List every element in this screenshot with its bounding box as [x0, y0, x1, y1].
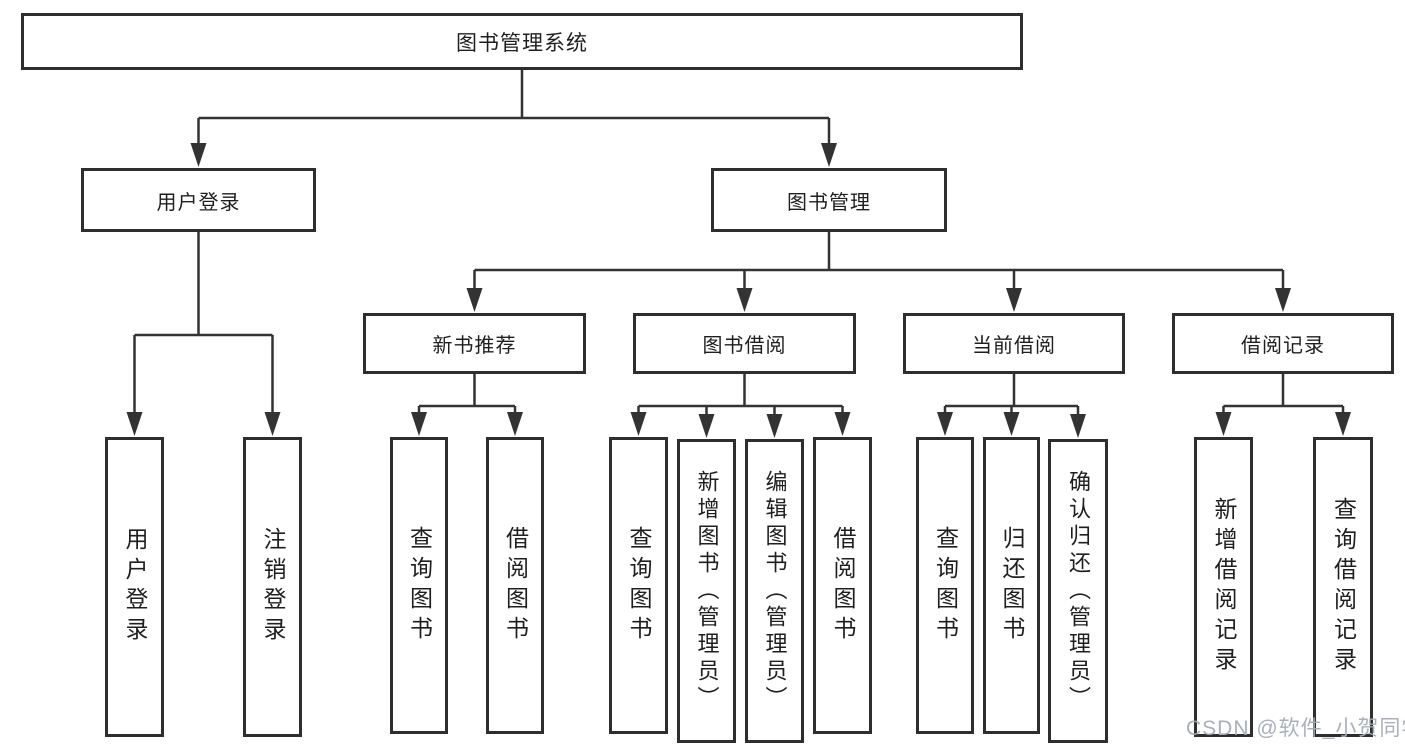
leaf-cb-confirm-return-label: 确认归还（管理员）: [1066, 469, 1091, 713]
arrowhead: [1070, 414, 1086, 438]
leaf-bb-edit-book-label: 编辑图书（管理员）: [762, 469, 788, 713]
leaf-cb-query-book: 查询图书: [916, 437, 974, 734]
leaf-bb-query-book-label: 查询图书: [626, 525, 652, 646]
node-book-borrow: 图书借阅: [633, 313, 856, 374]
leaf-cb-return-book-label: 归还图书: [999, 525, 1025, 646]
leaf-br-query-record-label: 查询借阅记录: [1330, 497, 1357, 677]
node-book-mgmt: 图书管理: [711, 168, 947, 232]
arrowhead: [1275, 288, 1291, 312]
leaf-bb-borrow-book: 借阅图书: [813, 437, 872, 734]
leaf-br-add-record-label: 新增借阅记录: [1211, 497, 1237, 677]
arrowhead: [698, 414, 715, 438]
leaf-bb-borrow-book-label: 借阅图书: [830, 525, 856, 646]
arrowhead: [736, 288, 753, 312]
node-new-book-rec: 新书推荐: [363, 313, 586, 374]
leaf-bb-edit-book: 编辑图书（管理员）: [745, 439, 804, 743]
arrowhead: [411, 412, 427, 436]
arrowhead: [937, 412, 953, 436]
fork-current-borrow: [943, 374, 1080, 416]
node-root: 图书管理系统: [21, 13, 1023, 70]
node-current-borrow: 当前借阅: [903, 313, 1125, 374]
fork-user-login: [133, 232, 274, 414]
arrowhead: [630, 412, 647, 436]
leaf-rec-query-book-label: 查询图书: [406, 525, 433, 646]
leaf-cb-query-book-label: 查询图书: [932, 525, 959, 646]
node-book-borrow-label: 图书借阅: [702, 335, 787, 357]
leaf-bb-add-book-label: 新增图书（管理员）: [694, 469, 720, 713]
leaf-rec-borrow-book: 借阅图书: [486, 437, 544, 734]
leaf-rec-borrow-book-label: 借阅图书: [502, 525, 529, 646]
arrowhead: [190, 143, 207, 167]
arrowhead: [466, 288, 483, 312]
arrowhead: [126, 412, 143, 436]
arrowhead: [264, 412, 281, 436]
fork-borrow-records: [1222, 374, 1345, 414]
leaf-bb-query-book: 查询图书: [609, 437, 668, 734]
node-root-label: 图书管理系统: [456, 31, 588, 55]
arrowhead: [1335, 412, 1351, 436]
arrowhead: [1003, 412, 1020, 436]
leaf-user-login-label: 用户登录: [122, 527, 148, 647]
node-borrow-records: 借阅记录: [1172, 313, 1394, 374]
fork-root: [197, 70, 831, 145]
leaf-rec-query-book: 查询图书: [390, 437, 448, 734]
node-book-mgmt-label: 图书管理: [787, 191, 871, 214]
leaf-br-query-record: 查询借阅记录: [1313, 437, 1373, 737]
leaf-bb-add-book: 新增图书（管理员）: [677, 439, 736, 743]
fork-book-borrow: [637, 374, 844, 416]
leaf-logout: 注销登录: [243, 437, 302, 737]
leaf-cb-return-book: 归还图书: [983, 437, 1040, 734]
leaf-cb-confirm-return: 确认归还（管理员）: [1048, 439, 1108, 743]
node-borrow-records-label: 借阅记录: [1241, 335, 1325, 357]
node-user-login: 用户登录: [81, 168, 316, 232]
arrowhead: [507, 412, 523, 436]
arrowhead: [821, 143, 837, 167]
csdn-watermark: CSDN @软件_小贺同学: [1186, 717, 1405, 740]
node-user-login-label: 用户登录: [156, 191, 241, 214]
node-current-borrow-label: 当前借阅: [972, 335, 1056, 357]
arrowhead: [834, 412, 851, 436]
fork-new-book-rec: [417, 374, 517, 414]
node-new-book-rec-label: 新书推荐: [432, 335, 517, 357]
fork-book-mgmt: [473, 232, 1285, 290]
leaf-br-add-record: 新增借阅记录: [1194, 437, 1253, 737]
arrowhead: [766, 414, 783, 438]
arrowhead: [1215, 412, 1232, 436]
leaf-logout-label: 注销登录: [260, 527, 286, 647]
arrowhead: [1006, 288, 1022, 312]
leaf-user-login: 用户登录: [105, 437, 164, 737]
